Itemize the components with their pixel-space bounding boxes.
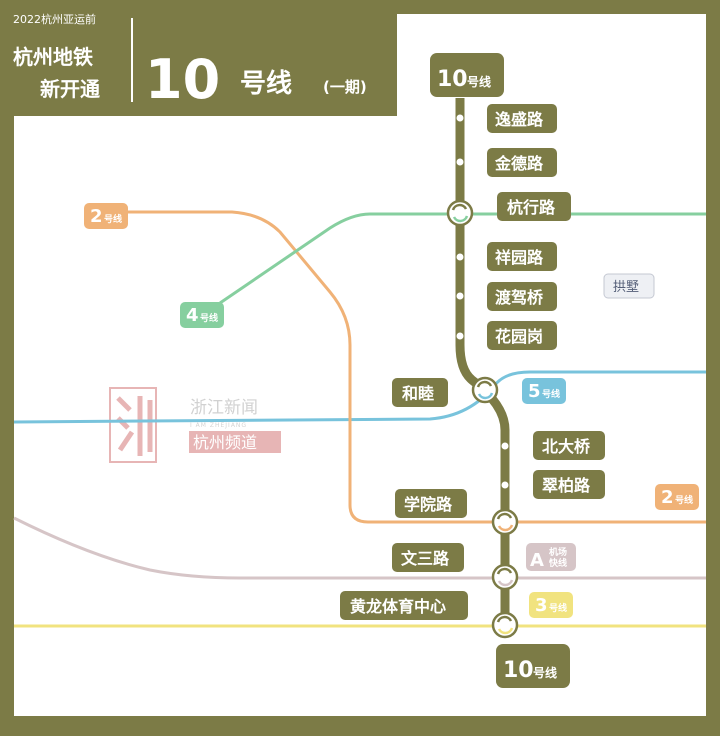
station-dot-huayuangang[interactable] — [456, 332, 464, 340]
station-labels: 逸盛路 金德路 杭行路 祥园路 渡驾桥 花园岗 和睦 北大桥 — [340, 104, 605, 620]
watermark-logo-box — [109, 387, 157, 463]
line2-badge-right[interactable]: 2 号线 — [655, 484, 699, 510]
terminal-top-badge[interactable]: 10 号线 — [430, 53, 504, 97]
header-line-number: 10 — [145, 48, 220, 111]
map-area — [14, 14, 706, 716]
terminal-bottom-suffix: 号线 — [533, 665, 557, 680]
station-name: 学院路 — [404, 495, 453, 514]
transfer-wensanlu-icon[interactable] — [491, 563, 519, 591]
label-dujiaqiao[interactable]: 渡驾桥 — [487, 282, 557, 311]
station-dot-xiangyuanlu[interactable] — [456, 253, 464, 261]
line2-path — [128, 210, 706, 524]
label-huayuangang[interactable]: 花园岗 — [487, 321, 557, 350]
header-event: 2022杭州亚运前 — [13, 12, 96, 26]
header-phase: (一期) — [323, 78, 367, 96]
label-yishenglu[interactable]: 逸盛路 — [487, 104, 557, 133]
airport-line-badge[interactable]: A 机场 快线 — [526, 543, 576, 571]
line-badges: 2 号线 4 号线 5 号线 2 号线 A 机场 快线 3 号线 — [84, 203, 699, 618]
station-name: 北大桥 — [542, 437, 591, 456]
watermark-sub: I AM ZHEJIANG — [190, 422, 247, 429]
label-hemu[interactable]: 和睦 — [392, 378, 448, 407]
badge-suffix: 号线 — [675, 494, 693, 506]
station-name: 金德路 — [494, 154, 544, 173]
terminal-bottom-number: 10 — [503, 658, 534, 683]
header-divider — [131, 18, 133, 102]
station-name: 和睦 — [402, 384, 434, 403]
line2-badge-left[interactable]: 2 号线 — [84, 203, 128, 229]
header-line-suffix: 号线 — [240, 69, 292, 99]
label-wensanlu[interactable]: 文三路 — [392, 543, 464, 572]
station-name: 杭行路 — [507, 198, 556, 217]
line-airport-path — [13, 516, 706, 580]
badge-num: 4 — [186, 305, 199, 326]
header: 2022杭州亚运前 杭州地铁 新开通 10 号线 (一期) — [13, 12, 367, 111]
badge-suffix: 号线 — [542, 388, 560, 400]
station-name: 翠柏路 — [542, 476, 591, 495]
terminal-top-number: 10 — [437, 67, 468, 92]
badge-suffix: 号线 — [200, 312, 218, 324]
badge-num: 2 — [90, 206, 103, 227]
watermark-channel-bar — [189, 431, 281, 453]
header-title-line1: 杭州地铁 — [13, 45, 93, 69]
station-name: 逸盛路 — [495, 110, 544, 129]
watermark: 浙江新闻 I AM ZHEJIANG 杭州频道 — [109, 387, 281, 463]
label-cuibailu[interactable]: 翠柏路 — [533, 470, 605, 499]
label-xiangyuanlu[interactable]: 祥园路 — [487, 242, 557, 271]
station-name: 文三路 — [401, 549, 450, 568]
line10-stations — [456, 114, 509, 489]
station-dot-yishenglu[interactable] — [456, 114, 464, 122]
transfer-huanglong-icon[interactable] — [491, 611, 519, 639]
station-dot-dujiaqiao[interactable] — [456, 292, 464, 300]
district-label: 拱墅 — [603, 273, 655, 299]
station-name: 花园岗 — [495, 327, 543, 346]
station-name: 黄龙体育中心 — [350, 597, 446, 616]
station-dot-cuibailu[interactable] — [501, 481, 509, 489]
station-name: 祥园路 — [495, 248, 544, 267]
terminal-bottom-badge[interactable]: 10 号线 — [496, 644, 570, 688]
label-xueyuanlu[interactable]: 学院路 — [395, 489, 467, 518]
badge-suffix-1: 机场 — [549, 546, 567, 558]
badge-num: A — [530, 550, 544, 571]
line4-badge[interactable]: 4 号线 — [180, 302, 224, 328]
line10-path — [455, 98, 510, 628]
label-huanglong[interactable]: 黄龙体育中心 — [340, 591, 468, 620]
label-hangxinglu[interactable]: 杭行路 — [497, 192, 571, 221]
transfer-hangxinglu-icon[interactable] — [446, 199, 474, 227]
station-dot-beidaqiao[interactable] — [501, 442, 509, 450]
station-name: 渡驾桥 — [495, 288, 544, 307]
label-beidaqiao[interactable]: 北大桥 — [533, 431, 605, 460]
watermark-logo-glyph — [116, 396, 153, 456]
terminal-top-suffix: 号线 — [467, 74, 491, 89]
watermark-name: 浙江新闻 — [190, 398, 258, 418]
badge-suffix: 号线 — [104, 213, 122, 225]
line4-path — [219, 212, 706, 305]
badge-num: 5 — [528, 381, 541, 402]
label-jindelu[interactable]: 金德路 — [487, 148, 557, 177]
header-title-line2: 新开通 — [40, 77, 100, 101]
watermark-channel: 杭州频道 — [193, 433, 257, 452]
transfer-xueyuanlu-icon[interactable] — [491, 508, 519, 536]
transfer-hemu-icon[interactable] — [471, 376, 499, 404]
transfer-stations — [446, 199, 519, 639]
badge-num: 2 — [661, 487, 674, 508]
station-dot-jindelu[interactable] — [456, 158, 464, 166]
badge-suffix: 号线 — [549, 602, 567, 614]
badge-num: 3 — [535, 595, 548, 616]
line3-badge[interactable]: 3 号线 — [529, 592, 573, 618]
badge-suffix-2: 快线 — [549, 557, 567, 569]
district-name: 拱墅 — [613, 280, 639, 295]
line5-badge[interactable]: 5 号线 — [522, 378, 566, 404]
